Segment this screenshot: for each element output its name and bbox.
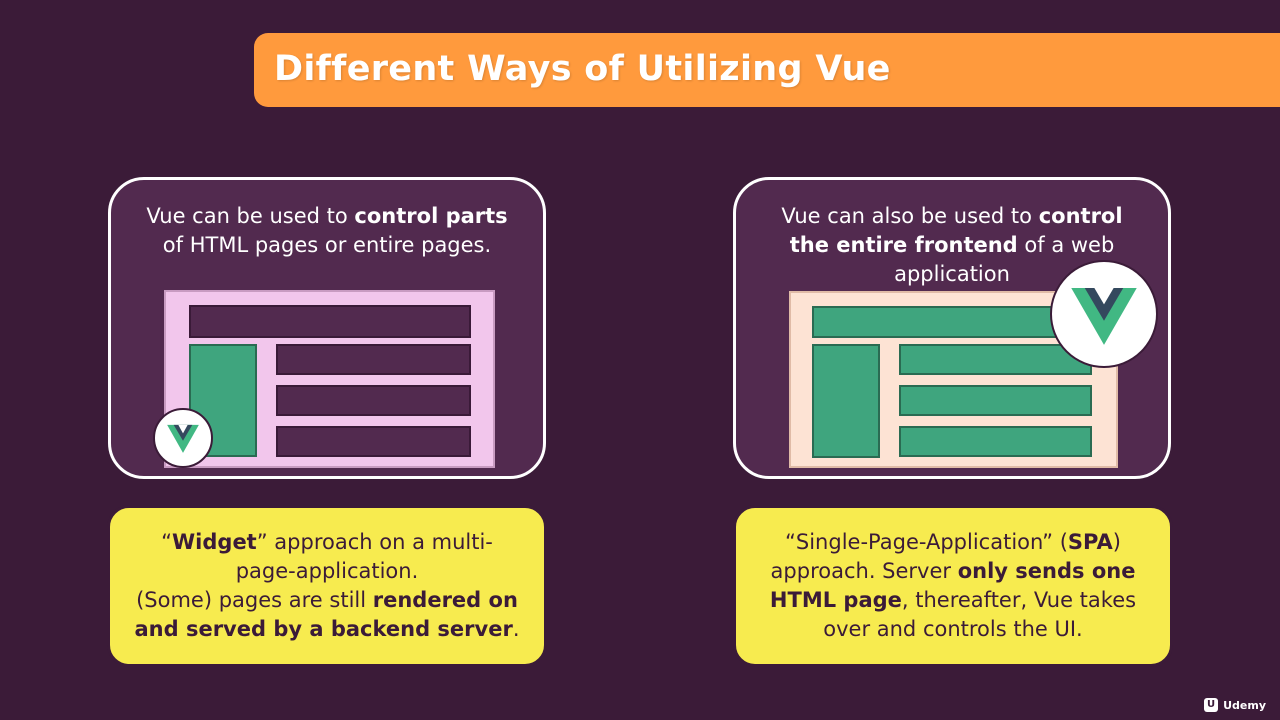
vue-logo-icon — [153, 408, 213, 468]
mockup-row-block — [276, 426, 471, 457]
left-card: Vue can be used to control parts of HTML… — [108, 177, 546, 479]
right-note: “Single-Page-Application” (SPA) approach… — [733, 505, 1173, 667]
right-note-line2-bold: only sends one — [957, 559, 1136, 583]
left-note-line4: . — [512, 617, 520, 641]
udemy-brand-name: Udemy — [1223, 698, 1266, 712]
mockup-row-block — [276, 344, 471, 375]
page-title: Different Ways of Utilizing Vue — [274, 49, 891, 89]
mockup-header-block — [189, 305, 471, 338]
right-card: Vue can also be used to control the enti… — [733, 177, 1171, 479]
left-card-text: Vue can be used to control parts of HTML… — [111, 202, 543, 260]
mockup-sidebar-block — [812, 344, 880, 458]
widget-page-mockup — [164, 290, 495, 468]
left-note-line3: (Some) pages are still — [136, 588, 373, 612]
right-card-text: Vue can also be used to control the enti… — [736, 202, 1168, 289]
right-card-line2-bold: the entire frontend — [789, 233, 1018, 257]
left-note: “Widget” approach on a multi- page-appli… — [107, 505, 547, 667]
udemy-watermark: U Udemy — [1204, 698, 1266, 712]
left-note-quote-close: ” — [256, 530, 268, 554]
mockup-row-block — [899, 385, 1092, 416]
right-note-line1: “Single-Page-Application” ( — [785, 530, 1068, 554]
right-note-line3: , thereafter, Vue takes — [901, 588, 1137, 612]
left-card-line1-bold: control parts — [354, 204, 508, 228]
left-note-line1: approach on a multi- — [267, 530, 493, 554]
right-card-line2: of a web — [1017, 233, 1115, 257]
right-card-line1-bold: control — [1038, 204, 1123, 228]
left-note-line3-bold: rendered on — [372, 588, 518, 612]
vue-logo-icon — [1050, 260, 1158, 368]
left-card-line2: of HTML pages or entire pages. — [162, 233, 492, 257]
left-card-line1: Vue can be used to — [146, 204, 355, 228]
right-note-line1-end: ) — [1112, 530, 1121, 554]
right-card-line3: application — [894, 262, 1010, 286]
left-note-widget-bold: Widget — [172, 530, 257, 554]
udemy-logo-icon: U — [1204, 698, 1219, 712]
mockup-row-block — [276, 385, 471, 416]
right-note-line2: approach. Server — [770, 559, 958, 583]
left-note-quote-open: “ — [161, 530, 173, 554]
title-bar: Different Ways of Utilizing Vue — [254, 33, 1280, 107]
left-note-line4-bold: and served by a backend server — [134, 617, 513, 641]
right-note-line3-bold: HTML page — [769, 588, 902, 612]
left-note-line2: page-application. — [235, 559, 419, 583]
mockup-header-block — [812, 306, 1092, 338]
right-note-spa-bold: SPA — [1067, 530, 1113, 554]
mockup-row-block — [899, 426, 1092, 457]
right-note-line4: over and controls the UI. — [823, 617, 1083, 641]
right-card-line1: Vue can also be used to — [781, 204, 1039, 228]
